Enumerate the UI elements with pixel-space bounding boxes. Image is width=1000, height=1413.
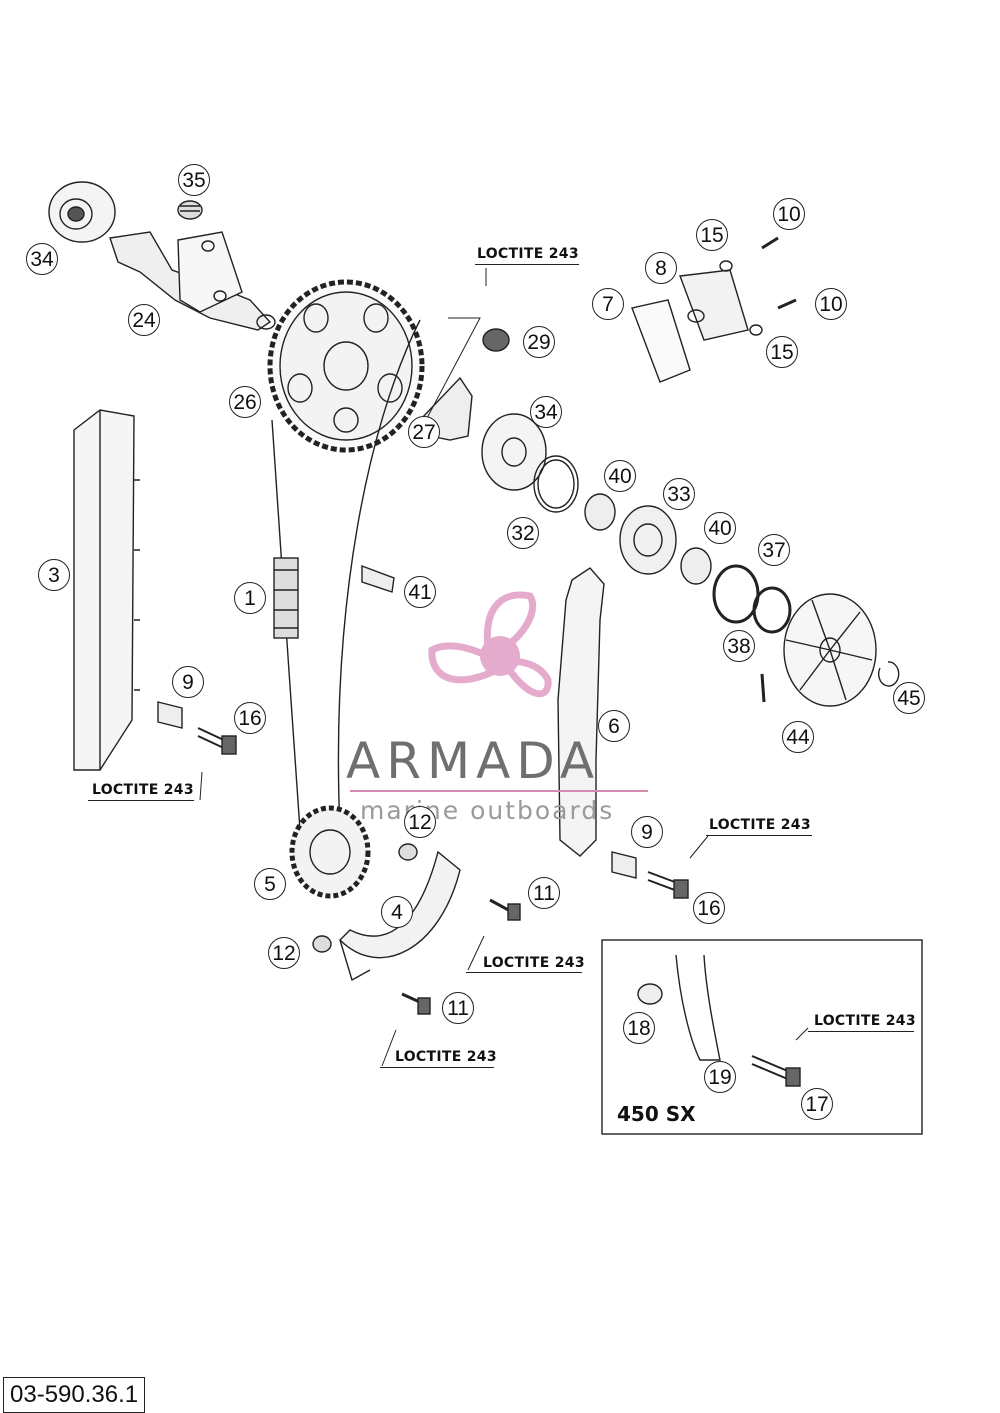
o-ring (712, 564, 792, 634)
callout-44: 44 (782, 721, 814, 753)
loctite-label: LOCTITE 243 (92, 782, 194, 798)
loctite-label: LOCTITE 243 (814, 1013, 916, 1029)
shim-ring (533, 455, 579, 513)
callout-9: 9 (172, 666, 204, 698)
callout-10: 10 (815, 288, 847, 320)
impeller (783, 593, 877, 707)
callout-1: 1 (234, 582, 266, 614)
chain-guide-lower (339, 850, 461, 982)
callout-33: 33 (663, 478, 695, 510)
variant-inset-box (601, 939, 923, 1135)
loctite-label: LOCTITE 243 (395, 1049, 497, 1065)
loctite-underline (475, 264, 579, 265)
callout-15: 15 (696, 219, 728, 251)
callout-3: 3 (38, 559, 70, 591)
callout-4: 4 (381, 896, 413, 928)
callout-17: 17 (801, 1088, 833, 1120)
timing-chain (271, 319, 421, 831)
callout-16: 16 (693, 892, 725, 924)
bushing (157, 701, 637, 879)
chain-guide-rail (73, 409, 140, 771)
callout-11: 11 (442, 992, 474, 1024)
screw-plug (482, 328, 510, 352)
pump-bearing (584, 493, 712, 585)
water-pump-bearing (481, 413, 547, 491)
callout-7: 7 (592, 288, 624, 320)
callout-37: 37 (758, 534, 790, 566)
leader-lines (199, 268, 809, 1067)
loctite-underline (706, 835, 812, 836)
callout-8: 8 (645, 252, 677, 284)
callout-12: 12 (404, 806, 436, 838)
callout-10: 10 (773, 198, 805, 230)
loctite-underline (88, 800, 194, 801)
camshaft-sprocket (267, 279, 425, 453)
callout-41: 41 (404, 576, 436, 608)
callout-16: 16 (234, 702, 266, 734)
loctite-underline (808, 1031, 914, 1032)
watermark-subtitle: marine outboards (360, 796, 615, 825)
callout-29: 29 (523, 326, 555, 358)
loctite-label: LOCTITE 243 (477, 246, 579, 262)
crankshaft-sprocket (289, 805, 371, 899)
circlip (877, 661, 900, 687)
callout-24: 24 (128, 304, 160, 336)
callout-35: 35 (178, 164, 210, 196)
watermark-title: ARMADA (346, 732, 601, 790)
watermark-logo (428, 591, 552, 698)
chain-tensioner (631, 269, 749, 383)
camshaft (109, 231, 276, 331)
callout-6: 6 (598, 710, 630, 742)
callout-32: 32 (507, 517, 539, 549)
callout-26: 26 (229, 386, 261, 418)
callout-11: 11 (528, 877, 560, 909)
callout-45: 45 (893, 682, 925, 714)
camshaft-bearing (48, 181, 116, 243)
variant-label: 450 SX (617, 1102, 696, 1126)
shaft-seal (619, 505, 677, 575)
watermark-divider (350, 790, 648, 792)
tensioner-rail (557, 567, 605, 857)
callout-34: 34 (26, 243, 58, 275)
bolt (197, 236, 797, 1015)
callout-38: 38 (723, 630, 755, 662)
document-number: 03-590.36.1 (3, 1377, 146, 1413)
callout-19: 19 (704, 1061, 736, 1093)
callout-40: 40 (704, 512, 736, 544)
loctite-label: LOCTITE 243 (709, 817, 811, 833)
callout-5: 5 (254, 868, 286, 900)
callout-27: 27 (408, 416, 440, 448)
loctite-underline (380, 1067, 494, 1068)
dowel-pin (760, 673, 766, 703)
callout-18: 18 (623, 1012, 655, 1044)
callout-9: 9 (631, 816, 663, 848)
callout-12: 12 (268, 937, 300, 969)
callout-40: 40 (604, 460, 636, 492)
callout-15: 15 (766, 336, 798, 368)
plug-part (177, 200, 203, 220)
callout-34: 34 (530, 396, 562, 428)
loctite-label: LOCTITE 243 (483, 955, 585, 971)
loctite-underline (466, 972, 582, 973)
pin-part (312, 843, 418, 953)
lock-plate (361, 564, 395, 593)
